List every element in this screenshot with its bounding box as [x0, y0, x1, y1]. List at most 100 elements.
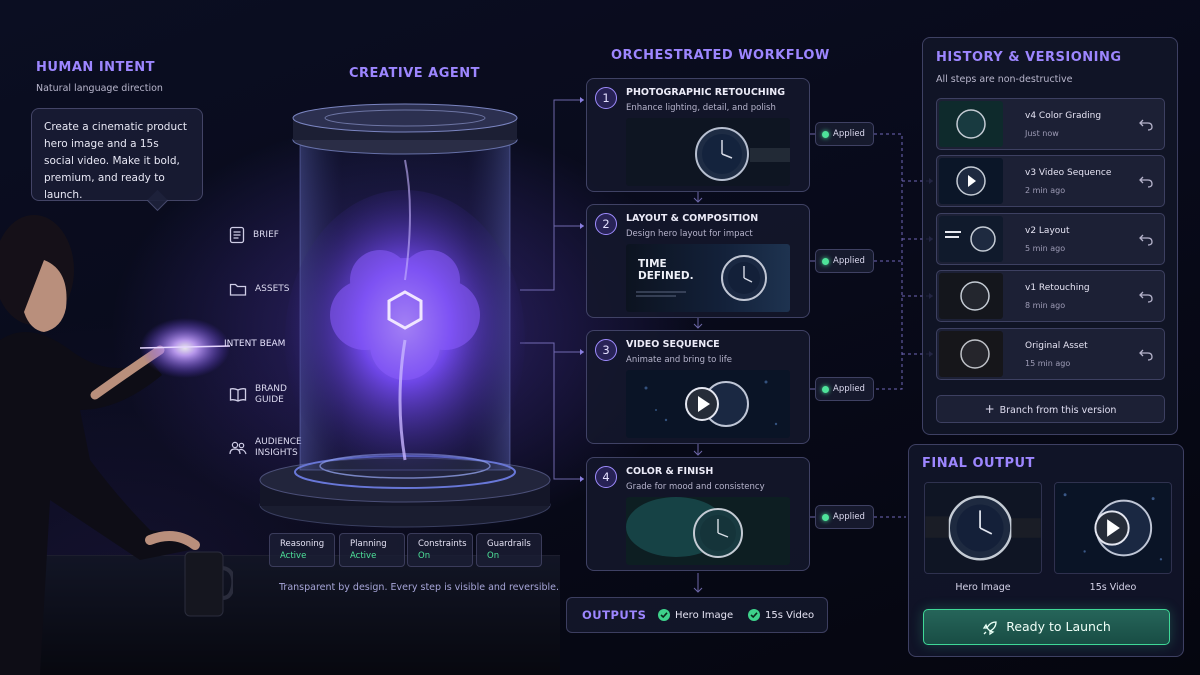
- output-video[interactable]: 15s Video: [748, 609, 814, 621]
- agent-caption: Transparent by design. Every step is vis…: [279, 582, 559, 593]
- workflow-step-4[interactable]: 4 COLOR & FINISH Grade for mood and cons…: [586, 457, 810, 571]
- version-time: 5 min ago: [1025, 244, 1066, 253]
- step-3-applied-badge: Applied: [815, 377, 874, 401]
- version-thumbnail: [939, 158, 1003, 204]
- version-name: v2 Layout: [1025, 226, 1070, 236]
- version-item[interactable]: Original Asset 15 min ago: [936, 328, 1165, 380]
- output-hero-label: Hero Image: [675, 609, 734, 621]
- step-4-desc: Grade for mood and consistency: [626, 482, 765, 492]
- step-4-applied-badge: Applied: [815, 505, 874, 529]
- step-2-layout-thumbnail: TIME DEFINED.: [626, 244, 790, 312]
- workflow-step-3[interactable]: 3 VIDEO SEQUENCE Animate and bring to li…: [586, 330, 810, 444]
- workflow-step-2[interactable]: 2 LAYOUT & COMPOSITION Design hero layou…: [586, 204, 810, 318]
- version-item[interactable]: v1 Retouching 8 min ago: [936, 270, 1165, 322]
- branch-label: Branch from this version: [999, 405, 1117, 416]
- play-icon: [1107, 519, 1120, 537]
- step-1-number: 1: [595, 87, 617, 109]
- version-thumbnail: [939, 331, 1003, 377]
- status-planning-value: Active: [350, 551, 377, 561]
- check-icon: [748, 609, 760, 621]
- undo-icon[interactable]: [1138, 231, 1154, 247]
- undo-icon[interactable]: [1138, 346, 1154, 362]
- creative-agent-core: [259, 103, 551, 528]
- input-brief-label: BRIEF: [253, 229, 279, 240]
- step-2-title: LAYOUT & COMPOSITION: [626, 213, 759, 224]
- status-guardrails: Guardrails On: [476, 533, 542, 567]
- version-time: 8 min ago: [1025, 301, 1066, 310]
- version-name: v4 Color Grading: [1025, 111, 1102, 121]
- workflow-step-1[interactable]: 1 PHOTOGRAPHIC RETOUCHING Enhance lighti…: [586, 78, 810, 192]
- input-assets[interactable]: ASSETS: [229, 281, 289, 297]
- input-brand-label: BRAND GUIDE: [255, 384, 287, 405]
- version-name: v3 Video Sequence: [1025, 168, 1112, 178]
- status-constraints: Constraints On: [407, 533, 473, 567]
- version-time: 15 min ago: [1025, 359, 1071, 368]
- status-planning-label: Planning: [350, 539, 387, 549]
- version-item[interactable]: v3 Video Sequence 2 min ago: [936, 155, 1165, 207]
- book-icon: [229, 388, 247, 402]
- version-thumbnail: [939, 216, 1003, 262]
- step-4-color-thumbnail: [626, 497, 790, 565]
- people-icon: [229, 441, 247, 455]
- coffee-mug: [184, 551, 233, 617]
- outputs-label: OUTPUTS: [582, 608, 647, 622]
- final-output-title: FINAL OUTPUT: [922, 456, 1035, 471]
- check-icon: [658, 609, 670, 621]
- undo-icon[interactable]: [1138, 173, 1154, 189]
- status-reasoning: Reasoning Active: [269, 533, 335, 567]
- input-brief[interactable]: BRIEF: [229, 226, 279, 244]
- status-reasoning-label: Reasoning: [280, 539, 325, 549]
- input-assets-label: ASSETS: [255, 283, 290, 294]
- play-icon: [698, 396, 710, 412]
- status-reasoning-value: Active: [280, 551, 307, 561]
- folder-icon: [229, 283, 247, 296]
- version-thumbnail: [939, 101, 1003, 147]
- step-1-applied-badge: Applied: [815, 122, 874, 146]
- document-icon: [229, 226, 245, 244]
- ready-to-launch-button[interactable]: Ready to Launch: [923, 609, 1170, 645]
- step-3-title: VIDEO SEQUENCE: [626, 339, 720, 350]
- step-1-title: PHOTOGRAPHIC RETOUCHING: [626, 87, 786, 98]
- version-item[interactable]: v4 Color Grading Just now: [936, 98, 1165, 150]
- step-2-applied-badge: Applied: [815, 249, 874, 273]
- version-thumbnail: [939, 273, 1003, 319]
- status-constraints-label: Constraints: [418, 539, 467, 549]
- final-output-panel: FINAL OUTPUT Hero Image 15s Video Ready …: [908, 444, 1184, 657]
- undo-icon[interactable]: [1138, 288, 1154, 304]
- step-2-desc: Design hero layout for impact: [626, 229, 753, 239]
- input-audience-insights[interactable]: AUDIENCE INSIGHTS: [229, 437, 302, 459]
- status-planning: Planning Active: [339, 533, 405, 567]
- launch-label: Ready to Launch: [1006, 619, 1111, 634]
- version-item[interactable]: v2 Layout 5 min ago: [936, 213, 1165, 265]
- history-title: HISTORY & VERSIONING: [936, 50, 1122, 65]
- final-video-caption: 15s Video: [1089, 582, 1137, 593]
- step-1-desc: Enhance lighting, detail, and polish: [626, 103, 776, 113]
- rocket-icon: [982, 620, 997, 635]
- status-guardrails-value: On: [487, 551, 500, 561]
- desk-surface: [0, 555, 560, 675]
- version-time: 2 min ago: [1025, 186, 1066, 195]
- final-video-thumbnail[interactable]: [1054, 482, 1172, 574]
- final-hero-thumbnail[interactable]: [924, 482, 1042, 574]
- step-4-title: COLOR & FINISH: [626, 466, 714, 477]
- step-2-number: 2: [595, 213, 617, 235]
- undo-icon[interactable]: [1138, 116, 1154, 132]
- version-time: Just now: [1025, 129, 1059, 138]
- human-intent-title: HUMAN INTENT: [36, 60, 156, 75]
- step-3-video-thumbnail: [626, 370, 790, 438]
- status-constraints-value: On: [418, 551, 431, 561]
- input-beam-label: INTENT BEAM: [224, 339, 286, 349]
- person-illustration: [0, 215, 230, 675]
- step-2-watch-graphic: [636, 255, 767, 301]
- step-1-watch-thumbnail: [626, 118, 790, 186]
- input-intent-beam: INTENT BEAM: [224, 339, 285, 350]
- prompt-speech-bubble: Create a cinematic product hero image an…: [31, 108, 203, 201]
- step-4-number: 4: [595, 466, 617, 488]
- input-audience-label: AUDIENCE INSIGHTS: [255, 437, 302, 458]
- final-hero-caption: Hero Image: [955, 582, 1011, 593]
- branch-button[interactable]: +Branch from this version: [936, 395, 1165, 423]
- step-3-number: 3: [595, 339, 617, 361]
- input-brand-guide[interactable]: BRAND GUIDE: [229, 384, 287, 406]
- output-hero-image[interactable]: Hero Image: [658, 609, 733, 621]
- version-name: v1 Retouching: [1025, 283, 1090, 293]
